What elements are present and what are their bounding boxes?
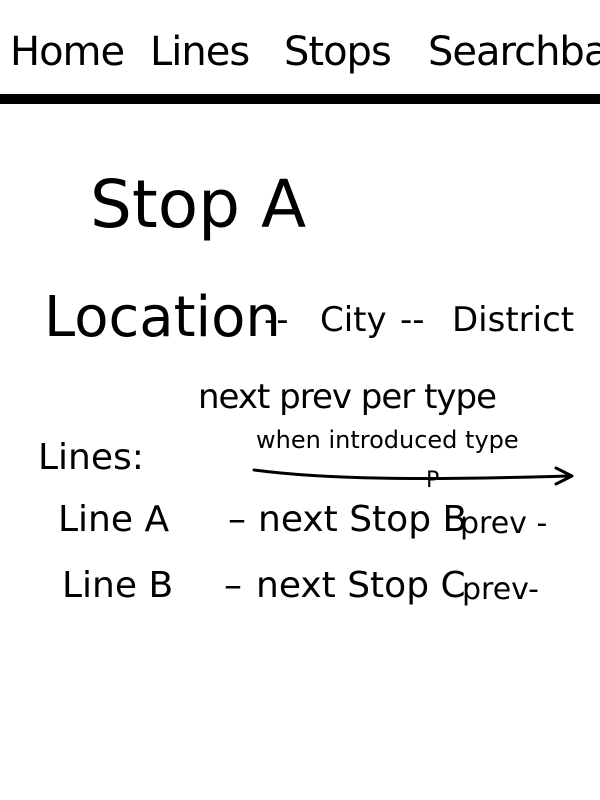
location-separator: -- <box>400 300 425 340</box>
prev-stop-label: prev- <box>462 572 539 607</box>
nav-lines-link[interactable]: Lines <box>150 29 250 75</box>
nav-divider <box>0 94 600 104</box>
nav-stops-link[interactable]: Stops <box>284 29 392 75</box>
nav-searchbar[interactable]: Searchbar <box>428 29 600 75</box>
next-stop-link[interactable]: next Stop C <box>256 565 466 606</box>
lines-heading: Lines: <box>38 437 144 478</box>
next-prev-note: next prev per type <box>198 377 497 417</box>
prev-stop-label: prev - <box>460 506 548 541</box>
line-name[interactable]: Line B <box>62 565 174 606</box>
location-city: City <box>320 300 387 340</box>
location-district: District <box>452 300 575 340</box>
location-separator: -- <box>264 300 289 340</box>
line-dash: – <box>224 565 242 606</box>
location-label: Location <box>44 285 281 350</box>
arrow-icon <box>252 466 574 486</box>
nav-home-link[interactable]: Home <box>10 29 125 75</box>
next-stop-link[interactable]: next Stop B <box>258 499 468 540</box>
type-note: when introduced type <box>256 426 519 454</box>
annotation-mark: P <box>426 468 440 493</box>
stop-title: Stop A <box>90 166 307 243</box>
line-dash: – <box>228 499 246 540</box>
top-nav: Home Lines Stops Searchbar <box>0 0 600 96</box>
line-name[interactable]: Line A <box>58 499 170 540</box>
